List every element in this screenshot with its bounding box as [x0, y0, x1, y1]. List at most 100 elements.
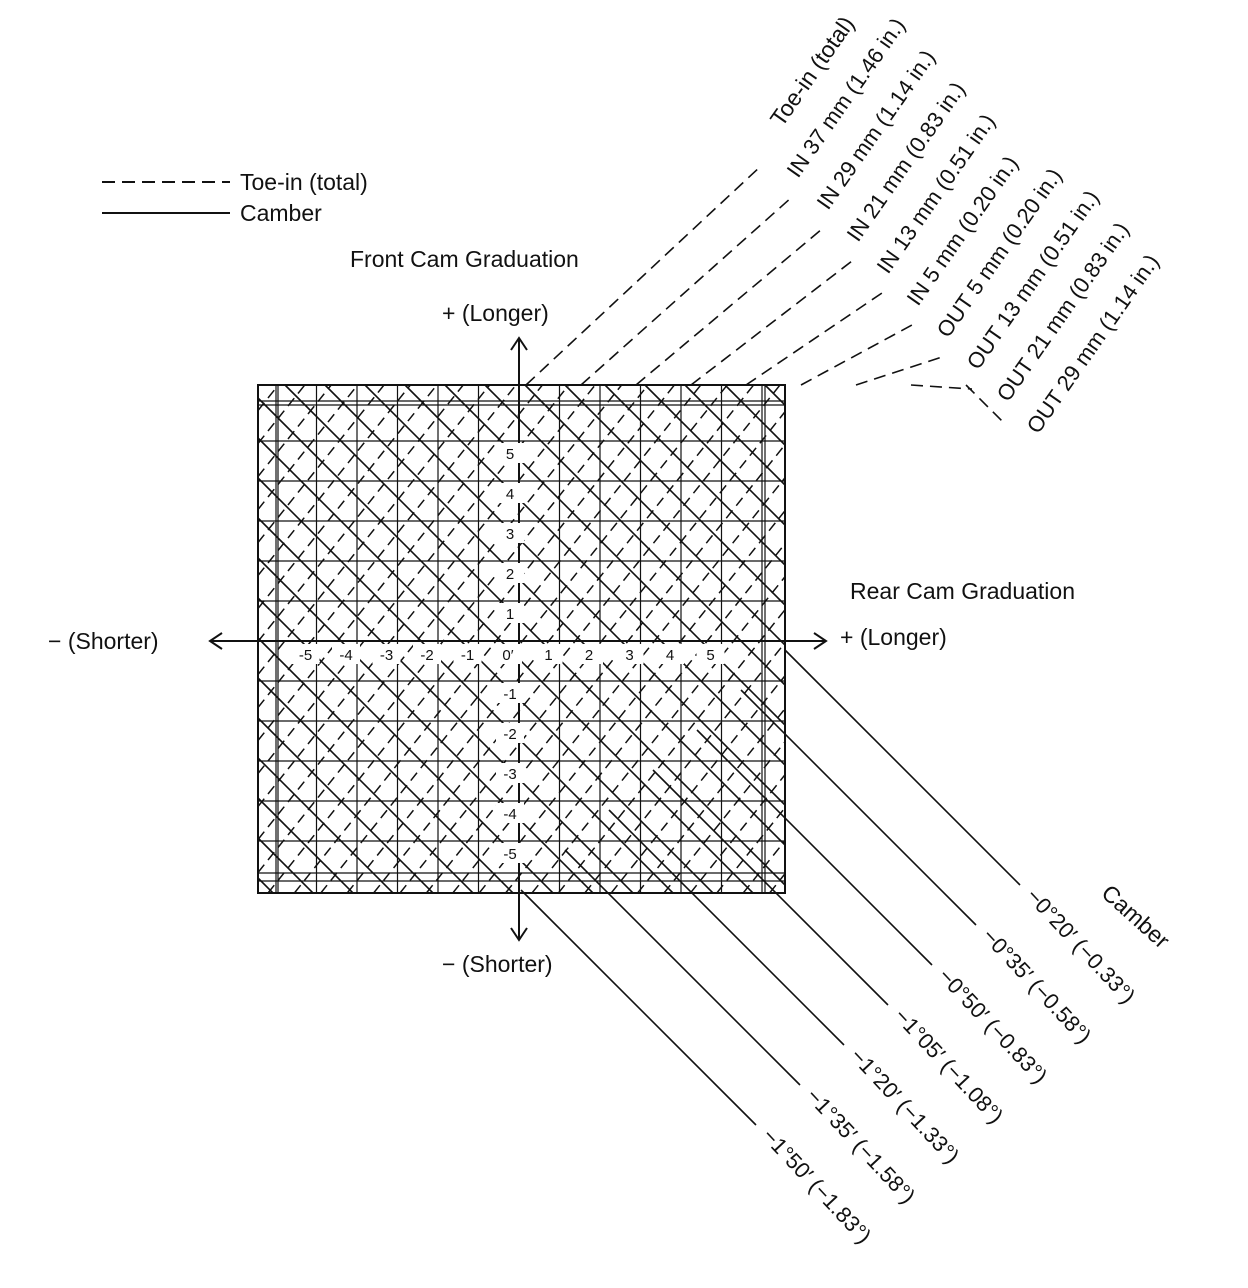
camber-grid-line: [257, 757, 394, 894]
tick-label: -3: [503, 766, 516, 783]
tick-label-bg: [496, 803, 524, 823]
camber-grid-line: [404, 384, 786, 766]
toe-grid-line: [257, 384, 649, 873]
rear-axis-arrow-right: [813, 632, 828, 650]
tick-label-bg: [332, 644, 360, 664]
toe-grid-line: [257, 384, 491, 675]
camber-leader-line: [652, 769, 889, 1006]
camber-grid-line: [444, 384, 786, 726]
tick-label: 2: [585, 647, 593, 664]
camber-grid-line: [257, 797, 354, 894]
tick-label: 2: [506, 566, 514, 583]
camber-grid-line: [257, 677, 474, 894]
camber-grid-line: [257, 877, 274, 894]
camber-grid-line: [257, 837, 314, 894]
tick-label: 5: [506, 446, 514, 463]
camber-leader-line: [520, 889, 757, 1126]
tick-label-bg: [496, 723, 524, 743]
toe-leader-line: [910, 384, 973, 390]
toe-grid-line: [610, 675, 786, 894]
toe-grid-line: [257, 384, 438, 609]
rear-axis-plus-label: + (Longer): [840, 624, 947, 650]
tick-label-bg: [696, 644, 725, 664]
camber-grid-line: [257, 717, 434, 894]
front-axis-arrow-up: [510, 336, 528, 351]
toe-leader-line: [965, 384, 1003, 422]
toe-leader-line: [525, 164, 763, 386]
camber-grid-line: [257, 477, 674, 894]
tick-label-bg: [496, 763, 524, 783]
tick-label: -4: [339, 647, 352, 664]
tick-label-bg: [615, 644, 644, 664]
camber-header: Camber: [1097, 879, 1175, 953]
tick-label: -2: [420, 647, 433, 664]
legend-toe-label: Toe-in (total): [240, 169, 368, 195]
tick-label: 1: [544, 647, 552, 664]
tick-label: -3: [380, 647, 393, 664]
toe-grid-line: [257, 384, 332, 477]
rear-axis-arrow-left: [208, 632, 223, 650]
toe-grid-line: [257, 384, 596, 807]
camber-leader-line: [740, 689, 977, 926]
camber-grid-line: [564, 384, 786, 606]
camber-grid-line: [324, 384, 786, 846]
tick-label-bg: [496, 603, 524, 623]
tick-label-bg: [496, 483, 524, 503]
toe-grid-line: [689, 774, 786, 894]
toe-grid-line: [257, 384, 359, 510]
toe-grid-line: [257, 384, 306, 444]
camber-grid-line: [257, 517, 634, 894]
tick-label-bg: [496, 843, 524, 863]
axes: [208, 336, 828, 942]
toe-grid-line: [663, 741, 786, 894]
camber-grid-line: [724, 384, 786, 446]
tick-label: -2: [503, 726, 516, 743]
tick-label: 3: [506, 526, 514, 543]
tick-label-bg: [494, 644, 522, 664]
toe-grid-line: [531, 576, 786, 894]
tick-label-bg: [534, 644, 563, 664]
toe-grid-line: [257, 384, 464, 642]
toe-grid-line: [267, 384, 675, 894]
toe-grid-line: [584, 642, 786, 894]
toe-grid-line: [557, 609, 786, 894]
toe-grid-line: [257, 384, 543, 741]
toe-leader-line: [855, 356, 943, 386]
tick-label-bg: [453, 644, 482, 664]
front-axis-title: Front Cam Graduation: [350, 246, 579, 272]
tick-label-bg: [291, 644, 320, 664]
camber-grid-line: [257, 637, 514, 894]
tick-label-bg: [496, 523, 524, 543]
tick-label: -4: [503, 806, 516, 823]
toe-leader-line: [635, 228, 823, 386]
tick-label: 3: [625, 647, 633, 664]
toe-grid-line: [373, 384, 781, 894]
camber-grid-line: [764, 384, 786, 406]
toe-grid-line: [257, 384, 385, 543]
toe-grid-line: [505, 543, 786, 894]
tick-label-bg: [496, 563, 524, 583]
toe-grid-line: [320, 384, 728, 894]
tick-label-bg: [656, 644, 684, 664]
toe-grid-line: [257, 384, 570, 774]
legend: Toe-in (total) Camber: [102, 169, 368, 226]
toe-leader-line: [800, 324, 913, 386]
toe-grid-line: [293, 384, 702, 894]
camber-grid-line: [644, 384, 786, 526]
toe-grid-line: [257, 384, 279, 411]
camber-grid-line: [684, 384, 786, 486]
tick-label-bg: [496, 683, 524, 703]
tick-label: -5: [503, 846, 516, 863]
camber-grid-line: [284, 384, 786, 886]
camber-grid-line: [257, 437, 714, 894]
toe-grid-line: [452, 477, 786, 894]
toe-leader-line: [580, 196, 793, 386]
tick-label-bg: [575, 644, 603, 664]
toe-line-labels: IN 37 mm (1.46 in.)IN 29 mm (1.14 in.)IN…: [782, 13, 1164, 438]
toe-leader-line: [690, 260, 853, 386]
camber-grid-line: [364, 384, 786, 806]
camber-grid-line: [604, 384, 786, 566]
